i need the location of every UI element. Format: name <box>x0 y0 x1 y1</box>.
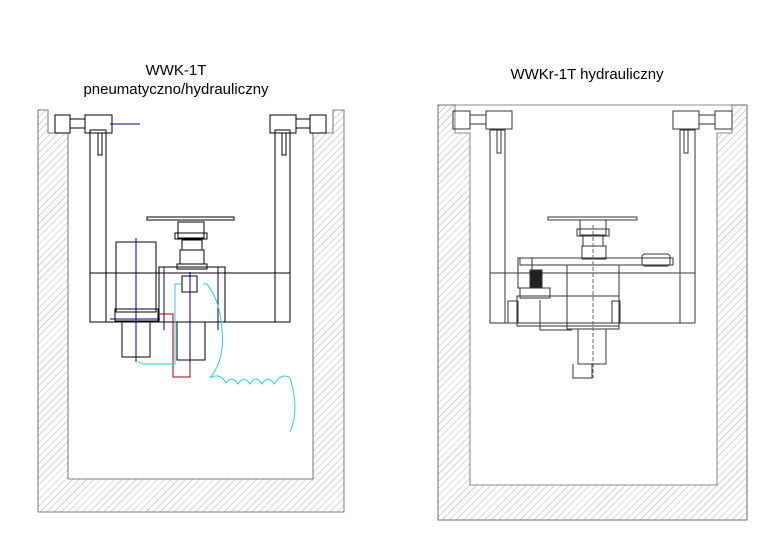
left-hose <box>137 283 296 433</box>
left-frame <box>54 114 327 361</box>
left-pit <box>37 109 345 513</box>
right-title: WWKr-1T hydrauliczny <box>510 66 664 83</box>
left-axes <box>110 123 219 362</box>
right-frame <box>452 110 733 379</box>
right-pit <box>437 104 748 521</box>
left-pipe <box>158 313 191 378</box>
left-title: WWK-1T <box>145 62 207 79</box>
left-subtitle: pneumatyczno/hydrauliczny <box>83 81 269 98</box>
